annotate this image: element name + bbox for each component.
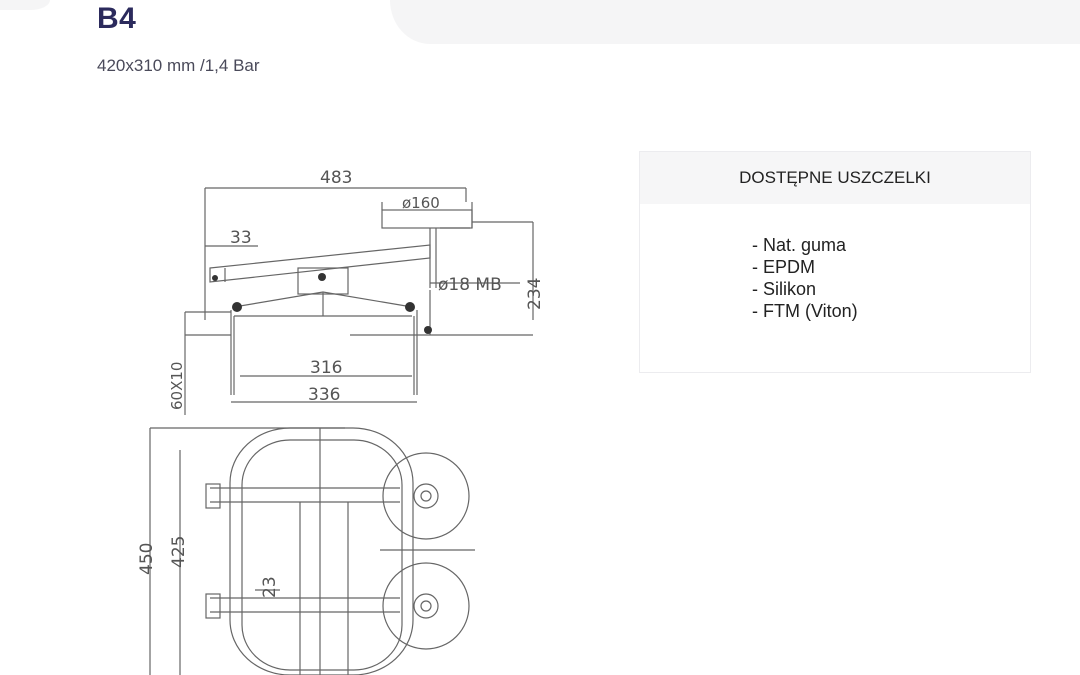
dim-425-label: 425 — [169, 536, 189, 568]
handwheel-lower — [382, 562, 470, 650]
door-inner — [241, 439, 403, 671]
technical-drawing: 483 ø160 33 ø18 MB 234 316 336 60X10 450… — [137, 168, 540, 675]
product-subtitle: 420x310 mm /1,4 Bar — [97, 56, 260, 75]
dim-483-label: 483 — [320, 168, 352, 188]
dim-450-label: 450 — [137, 543, 157, 575]
dim-336-label: 336 — [308, 385, 340, 405]
dim-60x10-label: 60X10 — [168, 362, 186, 410]
top-corner-band — [0, 0, 50, 10]
door-outer — [229, 427, 414, 675]
dim-23-label: 23 — [260, 576, 280, 598]
handwheel-top — [381, 209, 473, 229]
seal-item: - FTM (Viton) — [752, 301, 858, 321]
seals-list: - Nat. guma - EPDM - Silikon - FTM (Vito… — [752, 234, 858, 322]
lid-arm — [209, 244, 431, 283]
top-header-band — [390, 0, 1080, 44]
dim-18-label: ø18 MB — [438, 275, 502, 295]
seal-item: - EPDM — [752, 257, 815, 277]
seals-panel-heading: DOSTĘPNE USZCZELKI — [640, 152, 1030, 204]
dim-33-label: 33 — [230, 228, 252, 248]
dim-316-label: 316 — [310, 358, 342, 378]
product-title: B4 — [97, 2, 137, 35]
handwheel-upper — [382, 452, 470, 540]
seal-item: - Silikon — [752, 279, 817, 299]
seal-item: - Nat. guma — [752, 235, 847, 255]
dim-234-label: 234 — [525, 278, 540, 310]
seals-panel: DOSTĘPNE USZCZELKI - Nat. guma - EPDM - … — [639, 151, 1031, 373]
dim-160-label: ø160 — [402, 194, 440, 212]
